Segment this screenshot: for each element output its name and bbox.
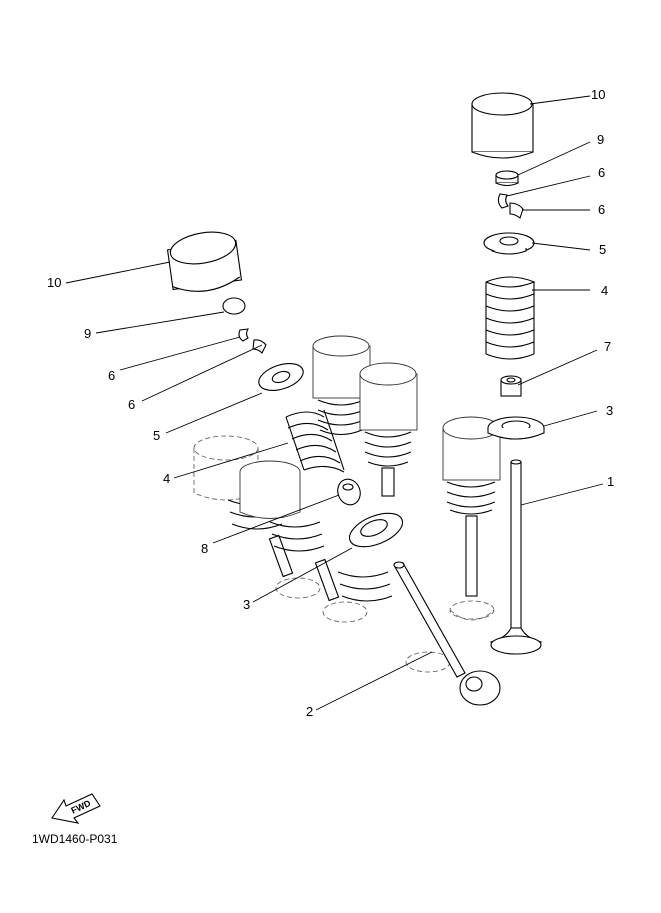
callout-left-spring: 4 [163,471,170,486]
callout-right-seal: 7 [604,339,611,354]
callout-right-cotter-a: 6 [598,165,605,180]
ghost-lifter-left-a [193,435,321,599]
leader-lines [65,95,604,711]
right-lifter [471,92,534,159]
left-spring [285,409,345,473]
left-lifter [166,231,243,292]
right-pad [495,170,519,187]
callout-left-retainer: 5 [153,428,160,443]
left-seat [348,512,404,548]
callout-right-seat: 3 [606,403,613,418]
right-seal [500,375,522,397]
right-cotter-a [497,193,509,209]
right-cotter-b [509,202,524,219]
callout-left-cotter-a: 6 [108,368,115,383]
right-seat [487,416,545,440]
drawing-code: 1WD1460-P031 [32,832,118,846]
callout-left-valve: 2 [306,704,313,719]
callout-labels: 10 9 6 6 5 4 7 3 1 10 9 6 6 5 4 8 3 2 [47,87,614,719]
callout-right-pad: 9 [597,132,604,147]
right-spring [485,276,536,360]
callout-left-lifter: 10 [47,275,61,290]
left-seal [337,478,361,506]
ghost-lifter-left-b [239,460,368,623]
callout-right-spring: 4 [601,283,608,298]
ghost-assemblies [193,335,501,673]
right-retainer [483,232,535,255]
right-valve [489,459,543,655]
left-cotter-a [238,328,250,342]
left-pad [222,297,246,315]
callout-left-cotter-b: 6 [128,397,135,412]
callout-right-retainer: 5 [599,242,606,257]
ghost-lifter-center-2 [359,362,418,497]
left-valve [393,561,501,706]
callout-left-pad: 9 [84,326,91,341]
callout-left-seal: 8 [201,541,208,556]
callout-left-seat: 3 [243,597,250,612]
callout-right-cotter-b: 6 [598,202,605,217]
callout-right-lifter: 10 [591,87,605,102]
fwd-arrow-icon: FWD [51,793,101,824]
callout-right-valve: 1 [607,474,614,489]
left-retainer [258,363,304,391]
ghost-lifter-right [442,416,501,621]
